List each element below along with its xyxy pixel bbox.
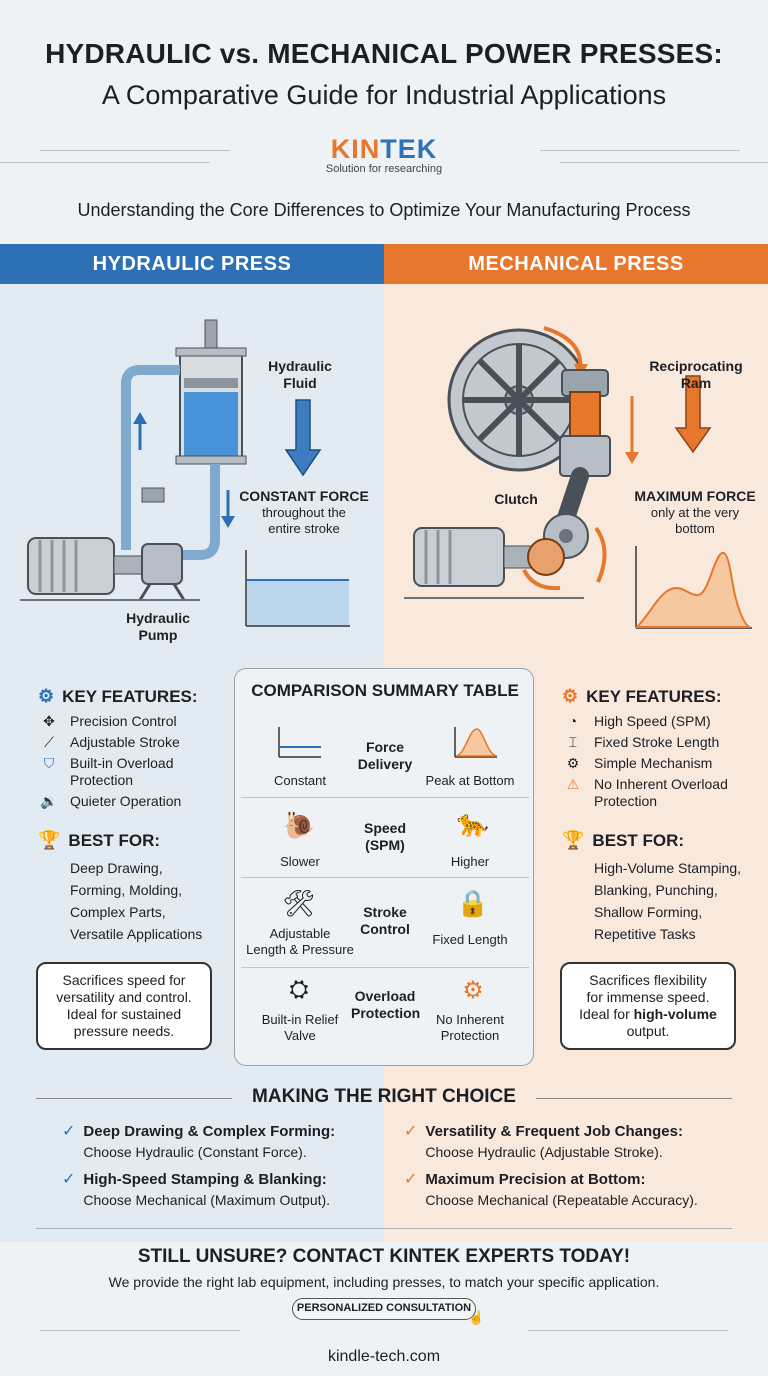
clutch-label: Clutch (494, 491, 538, 507)
wrench-screwdriver-icon: 🛠 (282, 888, 316, 918)
decorative-line (0, 162, 210, 163)
hydraulic-features-list: ✥Precision Control ⟋Adjustable Stroke ⛉B… (38, 713, 228, 810)
list-item: ⟋Adjustable Stroke (38, 734, 228, 751)
table-row: ⛭ Built-in Relief Valve Overload Protect… (241, 967, 529, 1047)
cta-text: We provide the right lab equipment, incl… (108, 1274, 660, 1290)
gear-icon: ⚙ (38, 686, 55, 706)
gear-warning-icon: ⚙ (462, 977, 484, 1004)
hydraulic-press-illustration (20, 319, 350, 627)
constant-force-label: CONSTANT FORCE (239, 488, 369, 504)
list-item: Complex Parts, (70, 904, 166, 920)
trophy-icon: 🏆 (562, 830, 585, 850)
hydraulic-fluid-label: Hydraulic Fluid (268, 358, 332, 391)
hydraulic-pump-label: Hydraulic Pump (126, 610, 190, 643)
list-item: Deep Drawing, (70, 860, 163, 876)
hydraulic-key-features: ⚙ KEY FEATURES: ✥Precision Control ⟋Adju… (38, 686, 228, 810)
speedometer-icon: ◔ (568, 713, 578, 729)
list-item: Shallow Forming, (594, 904, 703, 920)
pointer-cursor-icon: ☝ (468, 1310, 485, 1325)
warning-icon: ⚠ (566, 776, 580, 792)
list-item: Repetitive Tasks (594, 926, 696, 942)
list-item: ✓ Maximum Precision at Bottom:Choose Mec… (404, 1171, 698, 1208)
gear-icon: ⚙ (562, 686, 579, 706)
list-item: ✥Precision Control (38, 713, 228, 730)
check-circle-icon: ✓ (404, 1171, 418, 1188)
fixed-length-icon: ⌶ (568, 734, 578, 750)
hydraulic-best-for: 🏆 BEST FOR: Deep Drawing, Forming, Moldi… (38, 830, 228, 945)
divider (36, 1228, 732, 1229)
reciprocating-ram-label: Reciprocating Ram (649, 358, 743, 391)
list-item: ⚙Simple Mechanism (562, 755, 762, 772)
list-item: ✓ High-Speed Stamping & Blanking:Choose … (62, 1171, 331, 1208)
hydraulic-band: HYDRAULIC PRESS (0, 244, 384, 284)
cheetah-icon: 🐆 (456, 808, 490, 838)
table-row: 🛠 Adjustable Length & Pressure Stroke Co… (241, 877, 529, 957)
mechanical-key-features: ⚙ KEY FEATURES: ◔High Speed (SPM) ⌶Fixed… (562, 686, 762, 810)
mechanical-summary-bubble: Sacrifices flexibility for immense speed… (560, 962, 736, 1050)
shield-check-icon: ⛉ (43, 755, 55, 771)
maximum-force-label: MAXIMUM FORCE (634, 488, 756, 504)
speaker-icon: 🔉 (40, 793, 58, 809)
mechanical-best-for: 🏆 BEST FOR: High-Volume Stamping, Blanki… (562, 830, 762, 945)
ruler-icon: ⟋ (44, 734, 54, 750)
table-row: Constant Force Delivery Peak at Bottom (241, 713, 529, 793)
peak-force-icon (454, 727, 498, 758)
check-circle-icon: ✓ (62, 1123, 76, 1140)
decorative-line (560, 162, 768, 163)
logo-brand-prefix: KIN (330, 134, 381, 164)
mechanical-band: MECHANICAL PRESS (384, 244, 768, 284)
list-item: ◔High Speed (SPM) (562, 713, 762, 730)
list-item: Blanking, Punching, (594, 882, 718, 898)
choice-title: MAKING THE RIGHT CHOICE (252, 1086, 516, 1107)
table-row: 🐌 Slower Speed (SPM) 🐆 Higher (241, 797, 529, 877)
list-item: ⌶Fixed Stroke Length (562, 734, 762, 751)
decorative-line (528, 1330, 728, 1331)
check-circle-icon: ✓ (404, 1123, 418, 1140)
maximum-force-sublabel: only at the very bottom (650, 505, 740, 536)
list-item: 🔉Quieter Operation (38, 793, 228, 810)
mechanical-features-title: KEY FEATURES: (586, 686, 722, 706)
lock-icon: 🔒 (456, 888, 490, 918)
list-item: ✓ Versatility & Frequent Job Changes:Cho… (404, 1123, 683, 1160)
list-item: High-Volume Stamping, (594, 860, 742, 876)
list-item: ⛉Built-in Overload Protection (38, 755, 228, 789)
constant-force-icon (278, 727, 321, 758)
mechanical-best-title: BEST FOR: (592, 830, 685, 850)
gear-icon: ⚙ (566, 755, 580, 771)
cta-title: STILL UNSURE? CONTACT KINTEK EXPERTS TOD… (137, 1246, 631, 1267)
decorative-line (40, 1330, 240, 1331)
list-item: ⚠No Inherent Overload Protection (562, 776, 762, 810)
decorative-line (40, 150, 230, 151)
decorative-line (540, 150, 740, 151)
page-title: HYDRAULIC vs. MECHANICAL POWER PRESSES: (45, 38, 723, 69)
comparison-table: COMPARISON SUMMARY TABLE Constant Force … (234, 668, 534, 1066)
intro-subtitle: Understanding the Core Differences to Op… (77, 200, 691, 220)
constant-force-sublabel: throughout the entire stroke (262, 505, 346, 536)
divider (36, 1098, 232, 1099)
page-subtitle: A Comparative Guide for Industrial Appli… (101, 80, 667, 110)
list-item: Versatile Applications (70, 926, 203, 942)
snail-icon: 🐌 (282, 810, 316, 840)
trophy-icon: 🏆 (38, 830, 61, 850)
website-link[interactable]: kindle-tech.com (327, 1348, 441, 1365)
hydraulic-features-title: KEY FEATURES: (62, 686, 198, 706)
crosshair-arrows-icon: ✥ (43, 713, 55, 729)
list-item: ✓ Deep Drawing & Complex Forming:Choose … (62, 1123, 336, 1160)
personalized-consultation-button[interactable]: PERSONALIZED CONSULTATION (292, 1298, 476, 1320)
logo-brand-suffix: TEK (380, 134, 438, 164)
comparison-table-title: COMPARISON SUMMARY TABLE (251, 681, 519, 700)
mechanical-band-label: MECHANICAL PRESS (468, 253, 684, 275)
hydraulic-band-label: HYDRAULIC PRESS (92, 253, 292, 275)
logo-tagline: Solution for researching (325, 163, 443, 175)
check-circle-icon: ✓ (62, 1171, 76, 1188)
kintek-logo: KINTEK Solution for researching (0, 134, 768, 175)
mechanical-press-illustration (404, 326, 752, 629)
list-item: Forming, Molding, (70, 882, 183, 898)
divider (536, 1098, 732, 1099)
hydraulic-summary-bubble: Sacrifices speed for versatility and con… (36, 962, 212, 1050)
hydraulic-best-title: BEST FOR: (68, 830, 161, 850)
relief-valve-icon: ⛭ (289, 976, 309, 1003)
